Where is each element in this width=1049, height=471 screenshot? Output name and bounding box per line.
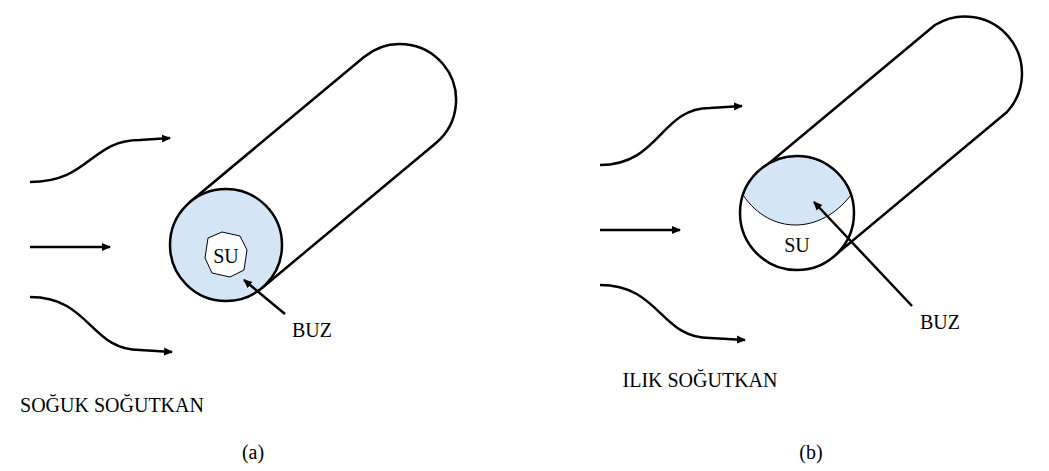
water-core	[205, 232, 247, 277]
leader-arrow	[244, 280, 285, 314]
flow-arrows	[600, 106, 745, 340]
region-label: SU	[213, 245, 239, 267]
tube-end	[740, 156, 854, 270]
panel-label: (a)	[242, 441, 264, 463]
ice-section	[170, 189, 282, 301]
flow-arrows	[30, 138, 172, 352]
caption-label: SOĞUK SOĞUTKAN	[20, 394, 204, 416]
region-label: SU	[784, 234, 810, 256]
ice-layer	[743, 156, 851, 225]
panel-label: (b)	[799, 441, 822, 463]
leader-arrow	[814, 202, 912, 306]
region-label: BUZ	[292, 319, 332, 341]
region-label: BUZ	[920, 311, 960, 333]
caption-label: ILIK SOĞUTKAN	[623, 369, 778, 391]
cylinder-body	[190, 44, 456, 288]
water-section	[740, 156, 854, 270]
